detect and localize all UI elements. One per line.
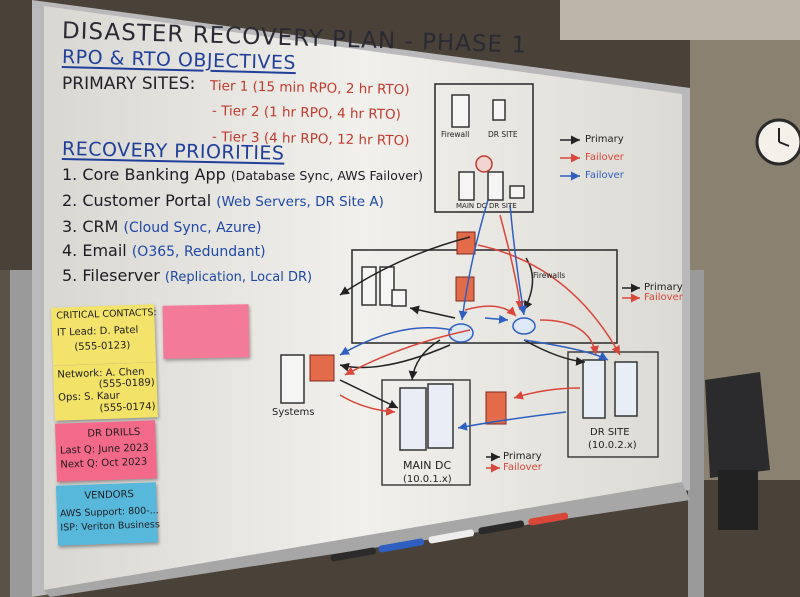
top-main-dc-label: MAIN DC <box>456 202 487 210</box>
top-firewall-label: Firewall <box>441 130 470 139</box>
dr-site-label: DR SITE <box>590 427 630 438</box>
vendors-title: VENDORS <box>84 489 135 502</box>
contacts-title: CRITICAL CONTACTS: <box>56 307 157 322</box>
main-dc-servers <box>399 383 454 451</box>
priority-4: 4. Email (O365, Redundant) <box>62 241 266 260</box>
drills-next: Next Q: Oct 2023 <box>60 456 148 471</box>
systems-label: Systems <box>272 407 315 418</box>
contacts-network-phone: (555-0189) <box>98 377 155 391</box>
legend-top-primary: Primary <box>585 134 624 145</box>
priority-5-detail: (Replication, Local DR) <box>164 270 313 285</box>
drills-title: DR DRILLS <box>87 426 141 440</box>
priority-5: 5. Fileserver (Replication, Local DR) <box>62 266 313 285</box>
primary-sites-label: PRIMARY SITES: <box>62 74 196 94</box>
firewalls-label: Firewalls <box>533 271 566 280</box>
board-leg-left <box>10 270 32 597</box>
drills-last: Last Q: June 2023 <box>59 442 149 457</box>
firewall-icons <box>309 231 507 425</box>
markers <box>330 512 569 562</box>
priority-5-name: Fileserver <box>82 266 160 285</box>
main-dc-label: MAIN DC <box>403 459 452 472</box>
legend-bottom-failover: Failover <box>503 462 542 473</box>
priority-4-name: Email <box>82 241 127 260</box>
priority-5-num: 5. <box>62 266 78 285</box>
top-dr-label: DR SITE <box>489 202 517 210</box>
legend-top-failover-blue: Failover <box>585 170 624 181</box>
priority-3-num: 3. <box>62 217 78 236</box>
vendors-isp: ISP: Veriton Business <box>60 519 161 534</box>
priority-2: 2. Customer Portal (Web Servers, DR Site… <box>62 193 384 210</box>
vendors-aws: AWS Support: 800-... <box>59 505 159 520</box>
priority-1-detail: (Database Sync, AWS Failover) <box>230 168 423 183</box>
ceiling <box>560 0 800 40</box>
contacts-it-lead-phone: (555-0123) <box>74 340 131 354</box>
marker-tray <box>44 482 690 597</box>
dr-drills-note: DR DRILLS Last Q: June 2023 Next Q: Oct … <box>55 420 157 482</box>
legend-mid-failover: Failover <box>644 292 683 303</box>
priority-1: 1. Core Banking App (Database Sync, AWS … <box>62 167 423 183</box>
priority-3-detail: (Cloud Sync, Azure) <box>123 220 262 236</box>
priority-1-num: 1. <box>62 165 78 184</box>
priority-4-num: 4. <box>62 241 78 260</box>
top-servers <box>451 94 525 201</box>
top-router-icon <box>475 155 493 173</box>
zone-servers <box>361 266 407 307</box>
main-dc-box <box>381 379 471 486</box>
firewall-zone-box <box>351 249 618 344</box>
priority-4-detail: (O365, Redundant) <box>131 244 266 260</box>
main-dc-subnet: (10.0.1.x) <box>403 474 452 485</box>
priorities-heading: RECOVERY PRIORITIES <box>61 138 285 165</box>
router-icons <box>448 317 536 343</box>
board-leg-right <box>688 270 704 597</box>
legend-mid-primary: Primary <box>644 282 683 293</box>
primary-flows <box>339 135 640 462</box>
contacts-ops-phone: (555-0174) <box>99 401 156 415</box>
contacts-it-lead: IT Lead: D. Patel <box>56 324 139 339</box>
priority-2-detail: (Web Servers, DR Site A) <box>216 194 384 210</box>
legend-top-failover: Failover <box>585 152 624 163</box>
priority-3-name: CRM <box>82 217 119 236</box>
priority-2-num: 2. <box>62 191 78 210</box>
contacts-note-2: Network: A. Chen (555-0189) Ops: S. Kaur… <box>53 362 158 421</box>
vendors-note: VENDORS AWS Support: 800-... ISP: Verito… <box>55 482 161 546</box>
priority-2-name: Customer Portal <box>82 191 212 210</box>
dr-site-subnet: (10.0.2.x) <box>588 440 637 451</box>
priority-3: 3. CRM (Cloud Sync, Azure) <box>62 217 262 236</box>
blank-pink-note <box>162 304 250 359</box>
blue-flows <box>339 171 609 431</box>
contacts-note: CRITICAL CONTACTS: IT Lead: D. Patel (55… <box>51 304 157 366</box>
legend-bottom-primary: Primary <box>503 451 542 462</box>
dr-site-servers <box>582 359 638 419</box>
systems-server-icon <box>280 354 305 404</box>
office-chair <box>705 372 770 478</box>
top-dr-site-label: DR SITE <box>488 130 518 139</box>
priority-1-name: Core Banking App <box>82 165 226 184</box>
